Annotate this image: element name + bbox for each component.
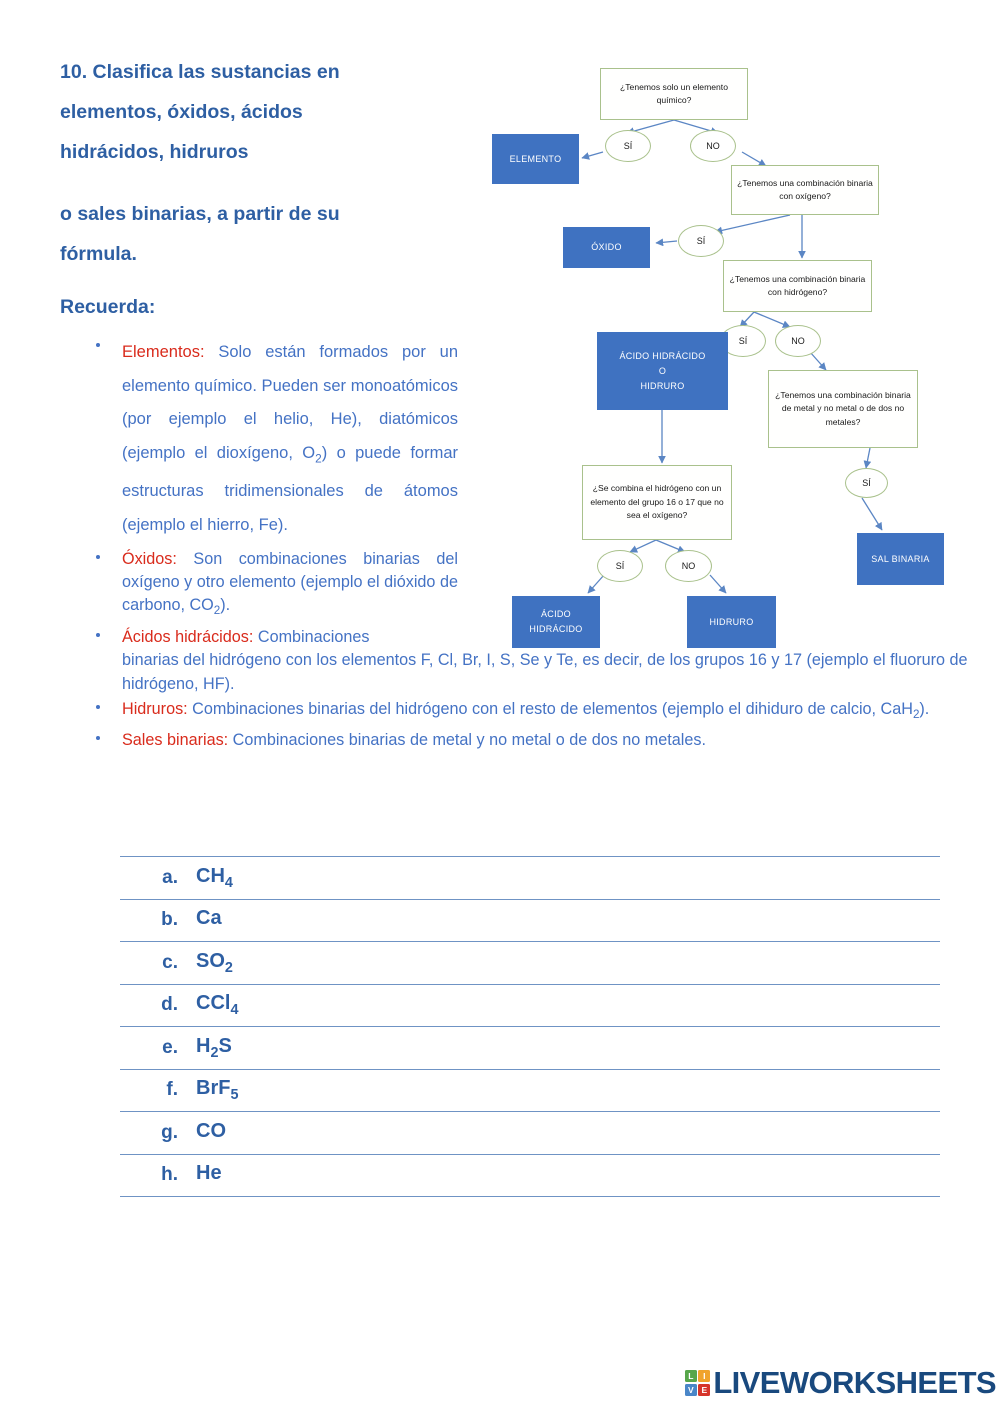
definition-hidruros: Combinaciones binarias del hidrógeno con…: [187, 700, 930, 722]
classification-flowchart: ¿Tenemos solo un elemento químico? SÍ NO…: [470, 40, 990, 670]
flow-result-acido-hidracido: ÁCIDO HIDRÁCIDO: [512, 596, 600, 648]
row-letter: a.: [162, 866, 178, 888]
heading-line-5: fórmula.: [60, 243, 137, 265]
liveworksheets-logo: L I V E LIVEWORKSHEETS: [684, 1365, 997, 1401]
flow-result-hidruro: HIDRURO: [687, 596, 776, 648]
flow-branch-q4-yes: SÍ: [845, 468, 888, 498]
list-item-oxidos: Óxidos: Son combinaciones binarias del o…: [78, 548, 458, 622]
flow-question-oxygen-binary: ¿Tenemos una combinación binaria con oxí…: [731, 165, 879, 215]
row-formula: SO2: [196, 949, 233, 976]
row-letter: g.: [161, 1121, 178, 1143]
recuerda-label: Recuerda:: [60, 296, 156, 318]
definition-oxidos: Son combinaciones binarias del oxígeno y…: [122, 550, 458, 618]
row-letter: d.: [161, 994, 178, 1016]
table-row: c. SO2: [120, 941, 940, 984]
result-line-1: ÁCIDO HIDRÁCIDO: [619, 350, 706, 361]
answer-table: a. CH4 b. Ca c. SO2 d. CCl4 e. H2S f. Br…: [120, 856, 940, 1197]
term-oxidos: Óxidos:: [122, 550, 177, 569]
flow-question-single-element: ¿Tenemos solo un elemento químico?: [600, 68, 748, 120]
row-formula: CCl4: [196, 992, 239, 1019]
instruction-block: 10. Clasifica las sustancias en elemento…: [60, 52, 410, 329]
row-letter: h.: [161, 1164, 178, 1186]
table-row: b. Ca: [120, 898, 940, 942]
logo-tile-e: E: [698, 1383, 711, 1396]
heading-line-2: elementos, óxidos, ácidos: [60, 101, 303, 123]
logo-tiles: L I V E: [684, 1370, 711, 1396]
term-hidruros: Hidruros:: [122, 700, 188, 719]
flowchart-connectors: [581, 119, 883, 594]
flow-branch-q1-yes: SÍ: [605, 130, 651, 162]
table-row: d. CCl4: [120, 983, 940, 1027]
heading-spacer: [60, 178, 410, 194]
table-row: f. BrF5: [120, 1068, 940, 1112]
flow-branch-q3-no: NO: [775, 325, 821, 357]
flow-branch-q1-no: NO: [690, 130, 736, 162]
exercise-heading: 10. Clasifica las sustancias en elemento…: [60, 52, 410, 172]
bullet-dot: [96, 632, 100, 637]
table-row: a. CH4: [120, 856, 940, 899]
definitions-list: Elementos: Solo están formados por un el…: [78, 336, 968, 754]
logo-tile-i: I: [698, 1370, 711, 1383]
definition-elementos: Solo están formados por un elemento quím…: [122, 343, 458, 534]
row-letter: c.: [162, 951, 178, 973]
table-row: h. He: [120, 1153, 940, 1197]
list-item-hidruros: Hidruros: Combinaciones binarias del hid…: [78, 698, 1000, 727]
flow-result-oxido: ÓXIDO: [563, 227, 650, 268]
flow-branch-q5-no: NO: [665, 550, 712, 582]
row-formula: H2S: [196, 1034, 232, 1061]
heading-line-3: hidrácidos, hidruros: [60, 141, 249, 163]
table-row: g. CO: [120, 1111, 940, 1154]
row-formula: Ca: [196, 907, 222, 930]
flow-result-sal-binaria: SAL BINARIA: [857, 533, 944, 585]
bullet-dot: [96, 735, 100, 740]
result-line-2: O: [658, 365, 667, 376]
definition-sales-binarias: Combinaciones binarias de metal y no met…: [228, 730, 706, 749]
flow-question-metal-nonmetal: ¿Tenemos una combinación binaria de meta…: [768, 370, 918, 448]
bullet-dot: [96, 343, 100, 347]
list-item-elementos: Elementos: Solo están formados por un el…: [78, 336, 458, 542]
heading-line-4: o sales binarias, a partir de su: [60, 203, 340, 225]
flow-result-elemento: ELEMENTO: [492, 134, 579, 184]
table-row: e. H2S: [120, 1026, 940, 1069]
term-sales-binarias: Sales binarias:: [122, 730, 229, 749]
flow-branch-q5-yes: SÍ: [597, 550, 643, 582]
row-letter: f.: [166, 1079, 178, 1101]
flow-branch-q2-yes: SÍ: [678, 225, 724, 257]
logo-wordmark: LIVEWORKSHEETS: [713, 1365, 996, 1400]
heading-line-1: 10. Clasifica las sustancias en: [60, 61, 340, 83]
bullet-dot: [96, 555, 100, 560]
row-formula: He: [196, 1162, 222, 1185]
row-letter: b.: [161, 909, 178, 931]
bullet-dot: [96, 705, 100, 710]
list-item-sales-binarias: Sales binarias: Combinaciones binarias d…: [78, 729, 1000, 753]
term-acidos-hidracidos: Ácidos hidrácidos:: [122, 627, 254, 646]
logo-tile-l: L: [684, 1370, 697, 1383]
result-line-3: HIDRURO: [640, 380, 685, 391]
row-letter: e.: [162, 1036, 178, 1058]
result-line-2: HIDRÁCIDO: [529, 624, 583, 634]
exercise-heading-cont: o sales binarias, a partir de su fórmula…: [60, 194, 410, 274]
flow-result-acido-o-hidruro: ÁCIDO HIDRÁCIDO O HIDRURO: [597, 332, 728, 410]
row-formula: BrF5: [196, 1077, 239, 1104]
result-line-1: ÁCIDO: [540, 609, 571, 619]
logo-tile-v: V: [684, 1383, 697, 1396]
flow-question-hydrogen-binary: ¿Tenemos una combinación binaria con hid…: [723, 260, 872, 312]
term-elementos: Elementos:: [122, 343, 205, 361]
row-formula: CO: [196, 1119, 226, 1142]
flow-question-hydrogen-group16-17: ¿Se combina el hidrógeno con un elemento…: [582, 465, 732, 540]
row-formula: CH4: [196, 864, 233, 891]
